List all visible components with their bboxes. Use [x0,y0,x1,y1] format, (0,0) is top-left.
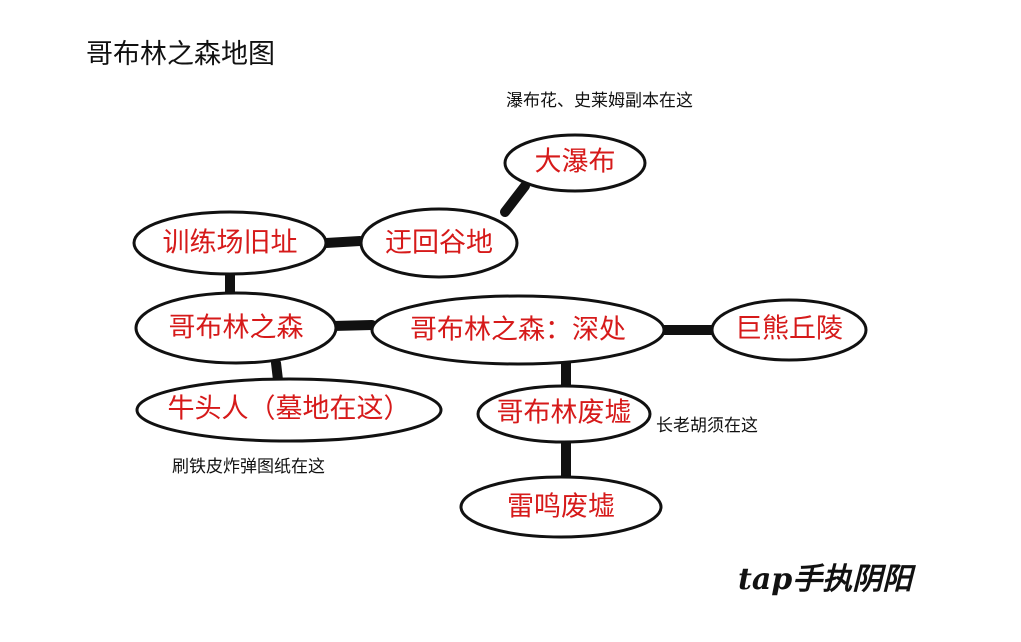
node-training-shape [132,210,328,276]
note-minotaur: 刷铁皮炸弹图纸在这 [172,457,325,477]
watermark: tap手执阴阳 [738,562,916,597]
node-bear-label: 巨熊丘陵 [735,314,843,345]
node-ruins-label: 哥布林废墟 [497,398,632,429]
page-title: 哥布林之森地图 [86,39,275,70]
node-minotaur-label: 牛头人（墓地在这） [168,394,411,425]
node-thunder-label: 雷鸣废墟 [507,492,615,523]
node-waterfall-shape [503,133,647,193]
edge-valley-waterfall [500,181,530,217]
node-deep-label: 哥布林之森：深处 [410,315,626,346]
node-minotaur-shape [135,377,443,443]
edge-forest-minotaur [271,358,283,385]
node-waterfall-label: 大瀑布 [535,147,616,178]
node-valley-shape [359,207,519,279]
node-forest-label: 哥布林之森 [169,313,304,344]
edge-forest-deep [328,320,377,331]
edge-training-valley [321,236,365,248]
node-thunder-shape [459,475,663,539]
node-valley-label: 迂回谷地 [385,228,493,259]
note-waterfall: 瀑布花、史莱姆副本在这 [506,91,693,111]
connectors [225,181,717,483]
node-forest-shape [134,291,338,365]
note-ruins: 长老胡须在这 [656,416,758,436]
node-ruins-shape [476,384,652,444]
node-training-label: 训练场旧址 [163,228,298,259]
node-deep-shape [370,294,666,366]
node-bear-shape [710,298,868,362]
